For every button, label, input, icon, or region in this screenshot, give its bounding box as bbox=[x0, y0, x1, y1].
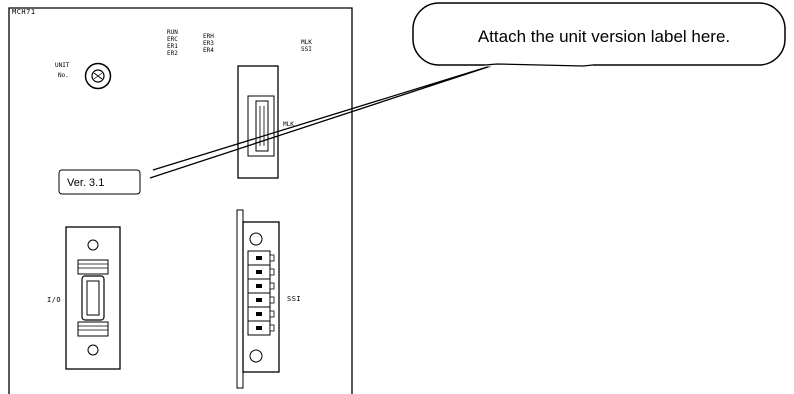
callout-text: Attach the unit version label here. bbox=[478, 27, 730, 46]
svg-text:ER4: ER4 bbox=[203, 47, 214, 54]
svg-text:ER2: ER2 bbox=[167, 50, 178, 57]
svg-text:ERH: ERH bbox=[203, 33, 214, 40]
mlk-ssi-labels: MLK SSI bbox=[301, 39, 312, 53]
svg-text:ER1: ER1 bbox=[167, 43, 178, 50]
ssi-label: SSI bbox=[287, 295, 301, 303]
unit-number-switch bbox=[84, 62, 112, 90]
svg-text:SSI: SSI bbox=[301, 46, 312, 53]
io-label: I/O bbox=[47, 296, 61, 304]
ssi-terminal-5 bbox=[247, 306, 275, 322]
model-label: MCH71 bbox=[12, 8, 36, 16]
svg-text:ERC: ERC bbox=[167, 36, 178, 43]
svg-text:RUN: RUN bbox=[167, 29, 178, 36]
unit-panel-outline bbox=[8, 7, 353, 394]
callout-pointer bbox=[149, 63, 498, 179]
mlk-connector bbox=[237, 65, 279, 179]
callout-bubble bbox=[412, 2, 786, 66]
svg-text:ER3: ER3 bbox=[203, 40, 214, 47]
version-label-text: Ver. 3.1 bbox=[67, 177, 104, 189]
ssi-terminal-1 bbox=[247, 250, 275, 266]
no-label: No. bbox=[58, 72, 69, 79]
unit-label: UNIT bbox=[55, 62, 70, 69]
ssi-terminal-2 bbox=[247, 264, 275, 280]
ssi-terminal-3 bbox=[247, 278, 275, 294]
ssi-terminal-4 bbox=[247, 292, 275, 308]
ssi-terminal-block bbox=[236, 209, 280, 389]
led-labels-left: RUN ERC ER1 ER2 bbox=[167, 29, 178, 57]
mlk-partial-label: MLK bbox=[283, 121, 294, 128]
svg-text:MLK: MLK bbox=[301, 39, 312, 46]
led-labels-right: ERH ER3 ER4 bbox=[203, 33, 214, 54]
io-connector bbox=[65, 226, 121, 370]
version-label-box bbox=[58, 169, 141, 195]
ssi-terminal-6 bbox=[247, 320, 275, 336]
